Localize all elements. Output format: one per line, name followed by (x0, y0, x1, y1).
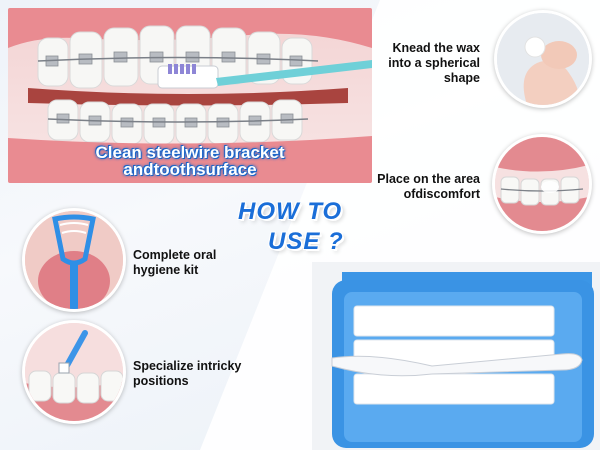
how-to-heading-line1: HOW TO (238, 198, 343, 225)
hero-caption-line2: andtoothsurface (123, 160, 257, 179)
wax-box-illustration (312, 262, 600, 450)
kit-line2: hygiene kit (133, 263, 199, 277)
knead-wax-image (494, 10, 592, 108)
positions-line1: Specialize intricky (133, 359, 242, 373)
knead-line1: Knead the wax (392, 41, 480, 55)
knead-step-text: Knead the wax into a spherical shape (330, 41, 480, 86)
interdental-brush-illustration (25, 323, 123, 421)
place-line2: ofdiscomfort (403, 187, 480, 201)
knead-line3: shape (443, 71, 480, 85)
wax-box-image (312, 262, 600, 450)
braces-illustration (8, 8, 372, 183)
knead-line2: into a spherical (388, 56, 480, 70)
tongue-cleaner-image (22, 208, 126, 312)
kit-step-text: Complete oral hygiene kit (133, 248, 283, 278)
positions-step-text: Specialize intricky positions (133, 359, 283, 389)
place-line1: Place on the area (377, 172, 480, 186)
hand-wax-illustration (497, 13, 589, 105)
kit-line1: Complete oral (133, 248, 217, 262)
braces-cleaning-image: Clean steelwire bracket andtoothsurface (8, 8, 372, 183)
teeth-wax-illustration (495, 137, 589, 231)
interdental-brush-image (22, 320, 126, 424)
tongue-cleaner-illustration (25, 211, 123, 309)
hero-caption-line1: Clean steelwire bracket (95, 143, 285, 162)
positions-line2: positions (133, 374, 189, 388)
place-step-text: Place on the area ofdiscomfort (330, 172, 480, 202)
place-wax-image (492, 134, 592, 234)
how-to-heading-line2: USE ? (268, 228, 344, 255)
